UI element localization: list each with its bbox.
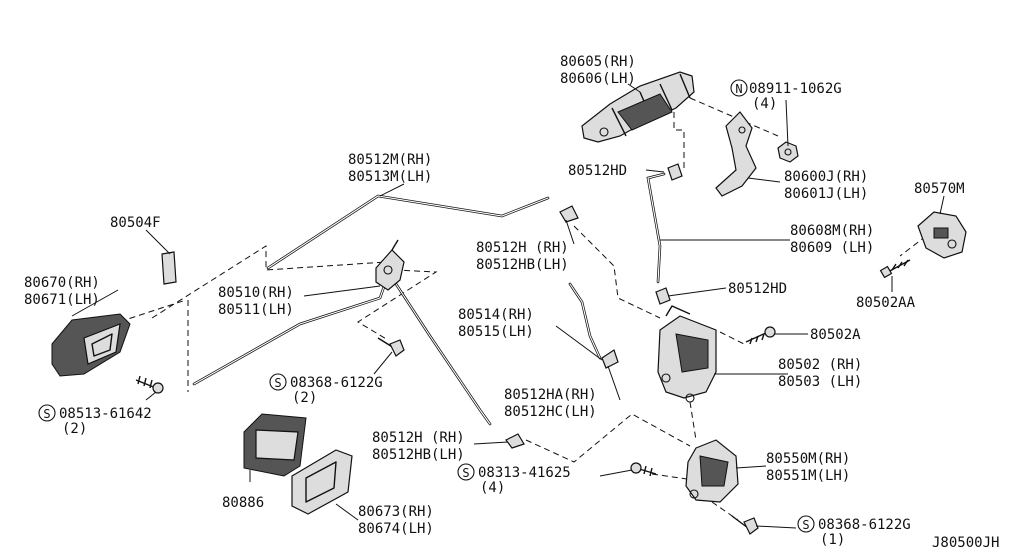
screw-08313 (630, 462, 657, 477)
label-80601J: 80601J(LH) (784, 186, 868, 202)
label-08313-qty: (4) (480, 480, 505, 496)
inside-handle-80670 (51, 313, 131, 377)
label-80570M: 80570M (914, 181, 965, 197)
label-80600J: 80600J(RH) (784, 169, 868, 185)
rod-80510 (192, 262, 394, 386)
clip-80512HA (601, 349, 619, 369)
rod-80514 (568, 282, 602, 360)
rod-80512M (266, 194, 550, 270)
lock-actuator-80550M (685, 439, 739, 503)
label-80513M: 80513M(LH) (348, 169, 432, 185)
label-08368-lower-qty: (1) (820, 532, 845, 548)
label-80502A: 80502A (810, 327, 861, 343)
label-80551M: 80551M(LH) (766, 468, 850, 484)
label-80502: 80502 (RH) (778, 357, 862, 373)
clip-80512H-lower (505, 433, 525, 449)
label-80503: 80503 (LH) (778, 374, 862, 390)
pad-80504F (161, 251, 177, 285)
screw-80502A (745, 326, 776, 345)
label-80515: 80515(LH) (458, 324, 534, 340)
label-08368-upper: 08368-6122G (290, 375, 383, 391)
rod-diagonal (394, 282, 492, 426)
clip-80512H-upper (559, 205, 579, 223)
bolt-08368-upper (377, 337, 405, 357)
label-80512HB-upper: 80512HB(LH) (476, 257, 569, 273)
symbol-circles (38, 79, 815, 533)
rod-80608M (646, 172, 666, 284)
symbol-s: S (274, 376, 281, 390)
clip-80512HD-upper (667, 163, 683, 181)
bracket-80600J (715, 111, 757, 197)
label-80510: 80510(RH) (218, 285, 294, 301)
label-80550M: 80550M(RH) (766, 451, 850, 467)
symbol-s: S (43, 407, 50, 421)
label-80670: 80670(RH) (24, 275, 100, 291)
label-80609: 80609 (LH) (790, 240, 874, 256)
outside-handle-80605 (581, 71, 695, 143)
pad-80886 (243, 413, 307, 477)
label-80886: 80886 (222, 495, 264, 511)
label-80671: 80671(LH) (24, 292, 100, 308)
label-80511: 80511(LH) (218, 302, 294, 318)
label-80514: 80514(RH) (458, 307, 534, 323)
label-80512HA: 80512HA(RH) (504, 387, 597, 403)
label-80512HD-lower: 80512HD (728, 281, 787, 297)
label-80512HB-lower: 80512HB(LH) (372, 447, 465, 463)
door-lock-80502 (657, 305, 717, 403)
label-80504F: 80504F (110, 215, 161, 231)
symbol-n: N (735, 82, 742, 96)
label-80512M: 80512M(RH) (348, 152, 432, 168)
label-80673: 80673(RH) (358, 504, 434, 520)
screw-08513 (135, 375, 164, 394)
label-80512H-upper: 80512H (RH) (476, 240, 569, 256)
label-80512HC: 80512HC(LH) (504, 404, 597, 420)
diagram-code: J80500JH (932, 535, 999, 551)
bolt-08368-lower (731, 515, 759, 535)
label-80605: 80605(RH) (560, 54, 636, 70)
symbol-s: S (802, 518, 809, 532)
clip-80512HD-lower (655, 287, 671, 305)
label-08368-upper-qty: (2) (292, 390, 317, 406)
symbol-s: S (462, 466, 469, 480)
label-08313: 08313-41625 (478, 465, 571, 481)
leader-lines (71, 83, 945, 529)
label-80608M: 80608M(RH) (790, 223, 874, 239)
striker-80570M (917, 211, 967, 259)
escutcheon-80673 (291, 449, 353, 515)
label-08911-qty: (4) (752, 96, 777, 112)
label-80606: 80606(LH) (560, 71, 636, 87)
label-80502AA: 80502AA (856, 295, 916, 311)
label-08911: 08911-1062G (749, 81, 842, 97)
label-08513-qty: (2) (62, 421, 87, 437)
screw-80502AA (879, 259, 911, 279)
label-80512HD-upper: 80512HD (568, 163, 627, 179)
lever-80510 (375, 239, 405, 291)
nut-08911 (777, 141, 799, 163)
label-08368-lower: 08368-6122G (818, 517, 911, 533)
label-08513: 08513-61642 (59, 406, 152, 422)
label-80674: 80674(LH) (358, 521, 434, 537)
label-80512H-lower: 80512H (RH) (372, 430, 465, 446)
